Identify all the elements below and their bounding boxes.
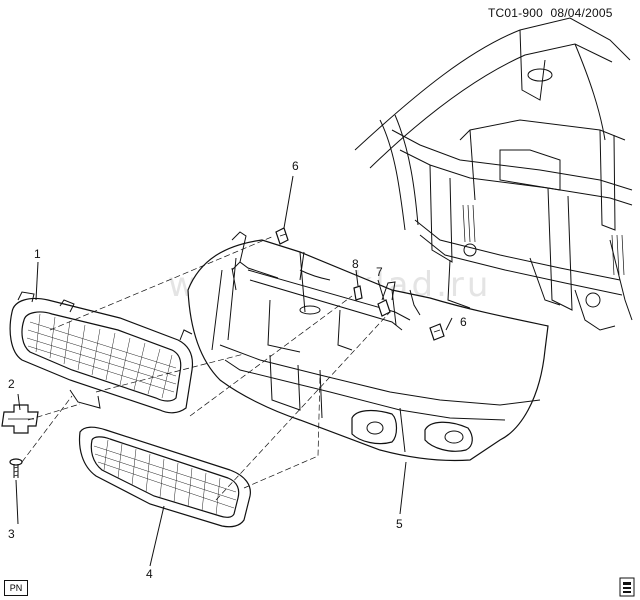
callout-6-upper: 6 <box>292 159 299 173</box>
callout-7: 7 <box>376 265 383 279</box>
document-stack-icon <box>619 577 635 597</box>
callout-4: 4 <box>146 567 153 581</box>
ref-date: 08/04/2005 <box>550 6 613 20</box>
upper-grille <box>9 291 194 414</box>
bowtie-emblem <box>1 404 39 434</box>
screw-fastener <box>9 458 23 478</box>
callout-3: 3 <box>8 527 15 541</box>
callout-6-lower: 6 <box>460 315 467 329</box>
lower-grille <box>78 426 251 528</box>
callout-2: 2 <box>8 377 15 391</box>
retainer-clip-lower <box>429 323 445 341</box>
pn-label: PN <box>4 580 28 596</box>
retainer-clip-upper <box>275 227 289 245</box>
lower-grille-mesh <box>93 439 237 516</box>
vehicle-frame-assembly <box>354 17 633 331</box>
front-bumper-fascia <box>187 231 549 462</box>
callout-1: 1 <box>34 247 41 261</box>
callout-5: 5 <box>396 517 403 531</box>
callout-8: 8 <box>352 257 359 271</box>
ref-code: TC01-900 <box>488 6 543 20</box>
leader-lines <box>15 175 453 567</box>
diagram-reference: TC01-900 08/04/2005 <box>488 6 613 20</box>
upper-grille-mesh <box>26 313 177 399</box>
push-pin-retainer <box>353 285 363 301</box>
